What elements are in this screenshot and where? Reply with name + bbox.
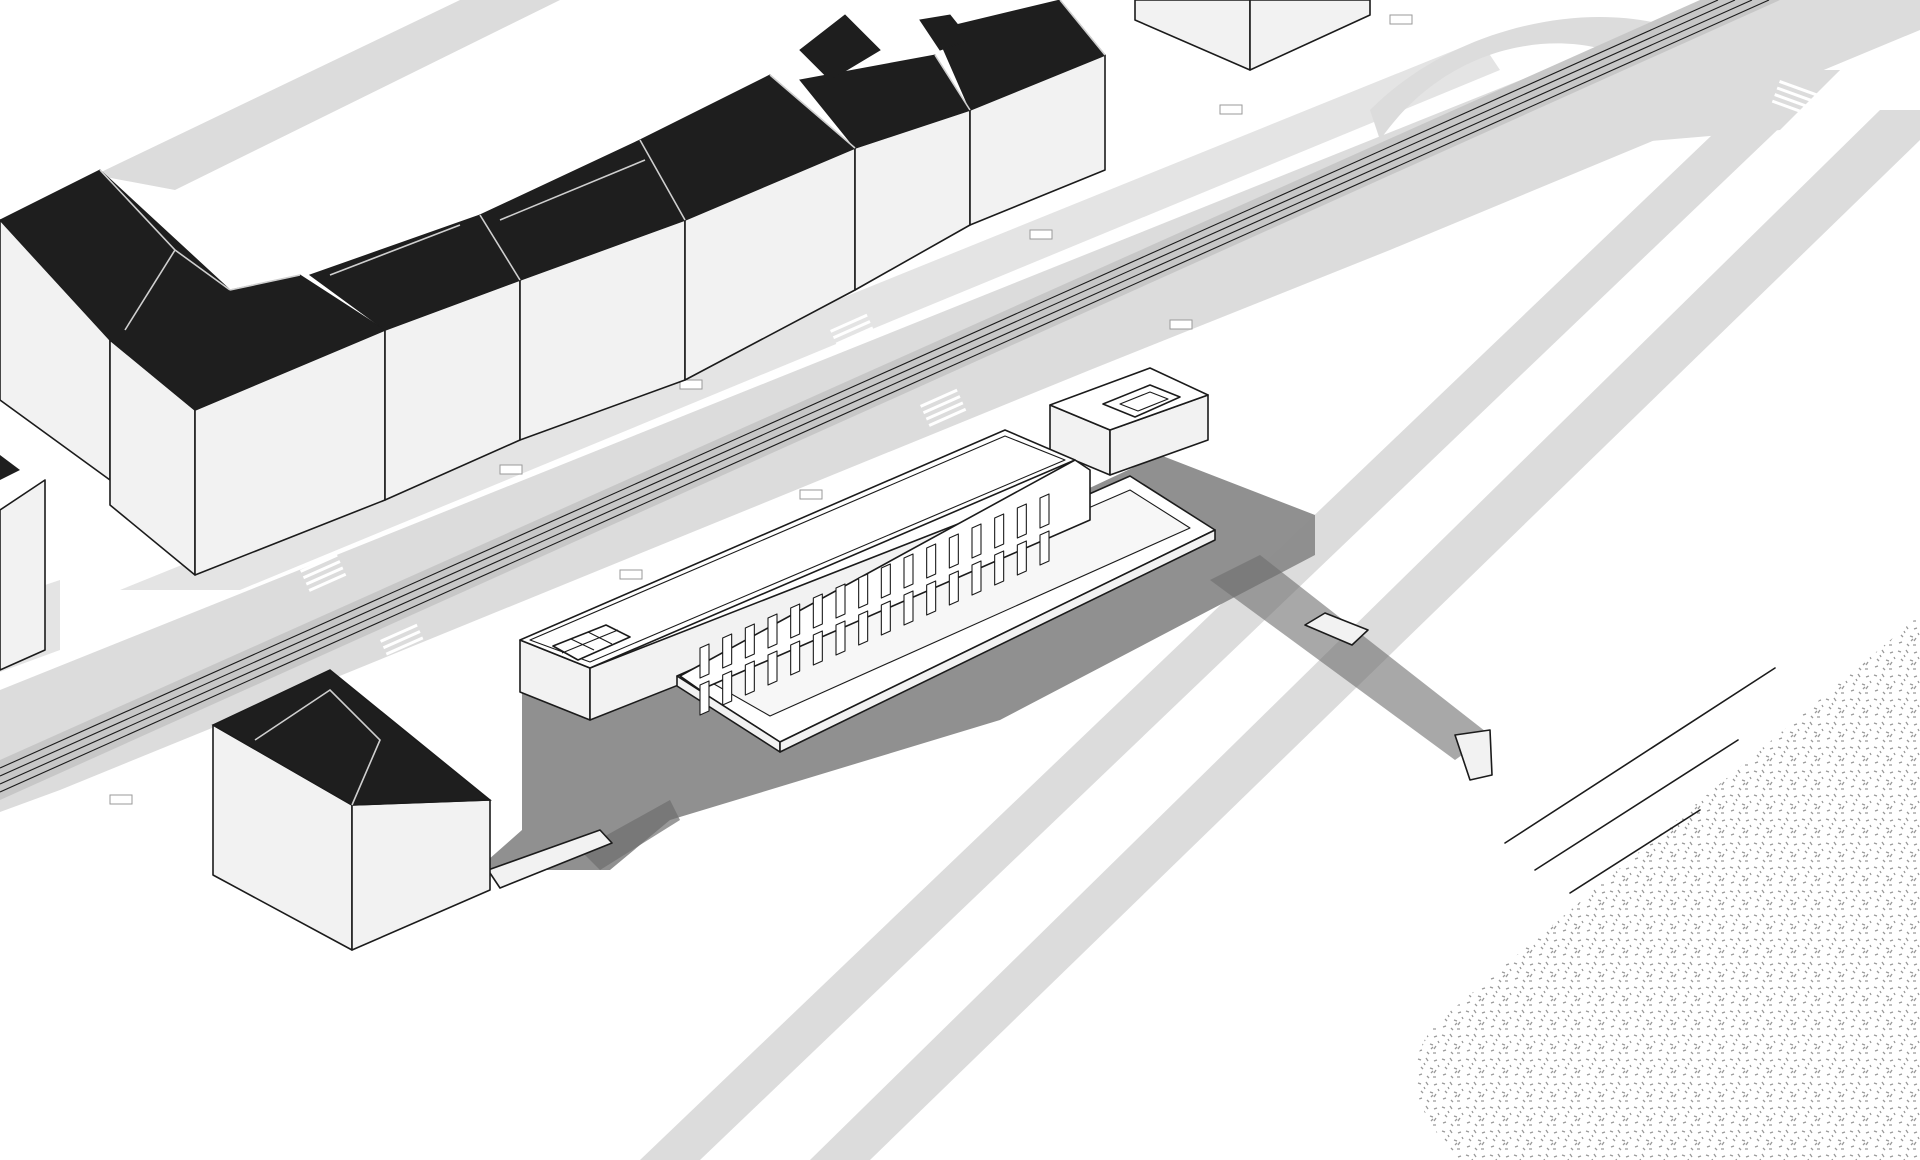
house-roof [919, 14, 971, 51]
crosswalk-stripes [830, 313, 877, 352]
house-facade [0, 479, 46, 671]
facade-window [926, 543, 937, 579]
upper-block-facade [1134, 0, 1251, 71]
crosswalk-stripes [920, 388, 967, 427]
marking-line [1569, 809, 1701, 894]
facade-window [1039, 493, 1050, 529]
marking-line [1534, 739, 1739, 871]
courtyard-side [779, 529, 1216, 753]
rail-track [0, 0, 1770, 793]
facade-window [880, 563, 891, 599]
house-roof [211, 669, 492, 806]
tunnel-passage-east [1210, 555, 1490, 760]
curb-niche [1219, 104, 1243, 115]
tunnel-entrance-east [1454, 729, 1493, 781]
window-row [699, 493, 1050, 716]
facade-window [699, 680, 710, 716]
facade-window [767, 650, 778, 686]
curb-niche [1029, 229, 1053, 240]
facade-window [722, 633, 733, 669]
facade-window [767, 613, 778, 649]
house-roof [0, 169, 387, 411]
facade-window [744, 660, 755, 696]
tunnel-passage-west [580, 800, 680, 870]
upper-block-side [1249, 0, 1371, 71]
curb-niche [619, 569, 643, 580]
rail-track [0, 0, 1719, 769]
curb-niche [799, 489, 823, 500]
curb-niche [499, 464, 523, 475]
curb-niches [109, 14, 1413, 805]
facade-window [744, 623, 755, 659]
track-band [0, 0, 1780, 800]
curb-niche [1169, 319, 1193, 330]
roof-skylight-grid [552, 624, 631, 661]
facade-window [858, 573, 869, 609]
curb-niche [679, 379, 703, 390]
rail-track [0, 0, 1753, 785]
rail-track [0, 0, 1736, 777]
facade-window [1039, 530, 1050, 566]
facade-window [699, 643, 710, 679]
facade-window [948, 570, 959, 606]
facade-window [994, 550, 1005, 586]
house-roof [0, 455, 20, 480]
facade-window [858, 610, 869, 646]
facade-window [1016, 540, 1027, 576]
facade-window [994, 513, 1005, 549]
crosswalk-stripes [1771, 80, 1818, 117]
diagonal-road-east [810, 110, 1920, 1160]
curb-niche [1389, 14, 1413, 25]
crosswalks [300, 80, 1818, 662]
facade-window [812, 630, 823, 666]
facade-window [812, 593, 823, 629]
facade-window [971, 523, 982, 559]
line-markings [1504, 667, 1776, 894]
facade-window [722, 670, 733, 706]
station-building [519, 95, 1216, 753]
facade-window [903, 590, 914, 626]
corner-house [211, 669, 492, 951]
facade-window [971, 560, 982, 596]
terrace-houses [0, 0, 1106, 671]
facade-window [880, 600, 891, 636]
facade-window [790, 640, 801, 676]
tram-tracks [0, 0, 1780, 800]
marking-line [1504, 667, 1776, 844]
facade-window [1016, 503, 1027, 539]
facade-window [835, 620, 846, 656]
skylight-box [1304, 612, 1369, 646]
gravel-field [1415, 615, 1920, 1160]
facade-window [790, 603, 801, 639]
facade-window [926, 580, 937, 616]
main-street [0, 0, 1920, 812]
upper-block [1134, 0, 1371, 71]
roof-skylight-inner [1119, 391, 1169, 412]
house-roof [799, 14, 881, 81]
crosswalk-stripes [380, 623, 427, 662]
facade-window [948, 533, 959, 569]
facade-window [835, 583, 846, 619]
facade-window [903, 553, 914, 589]
side-street-north [95, 0, 560, 190]
house-facade [351, 799, 491, 951]
approach-road [1430, 70, 1840, 160]
curb-niche [109, 794, 133, 805]
crosswalk-stripes [300, 553, 347, 592]
diagonal-road-west [640, 70, 1840, 1160]
tunnel-entrance-west [487, 829, 613, 889]
